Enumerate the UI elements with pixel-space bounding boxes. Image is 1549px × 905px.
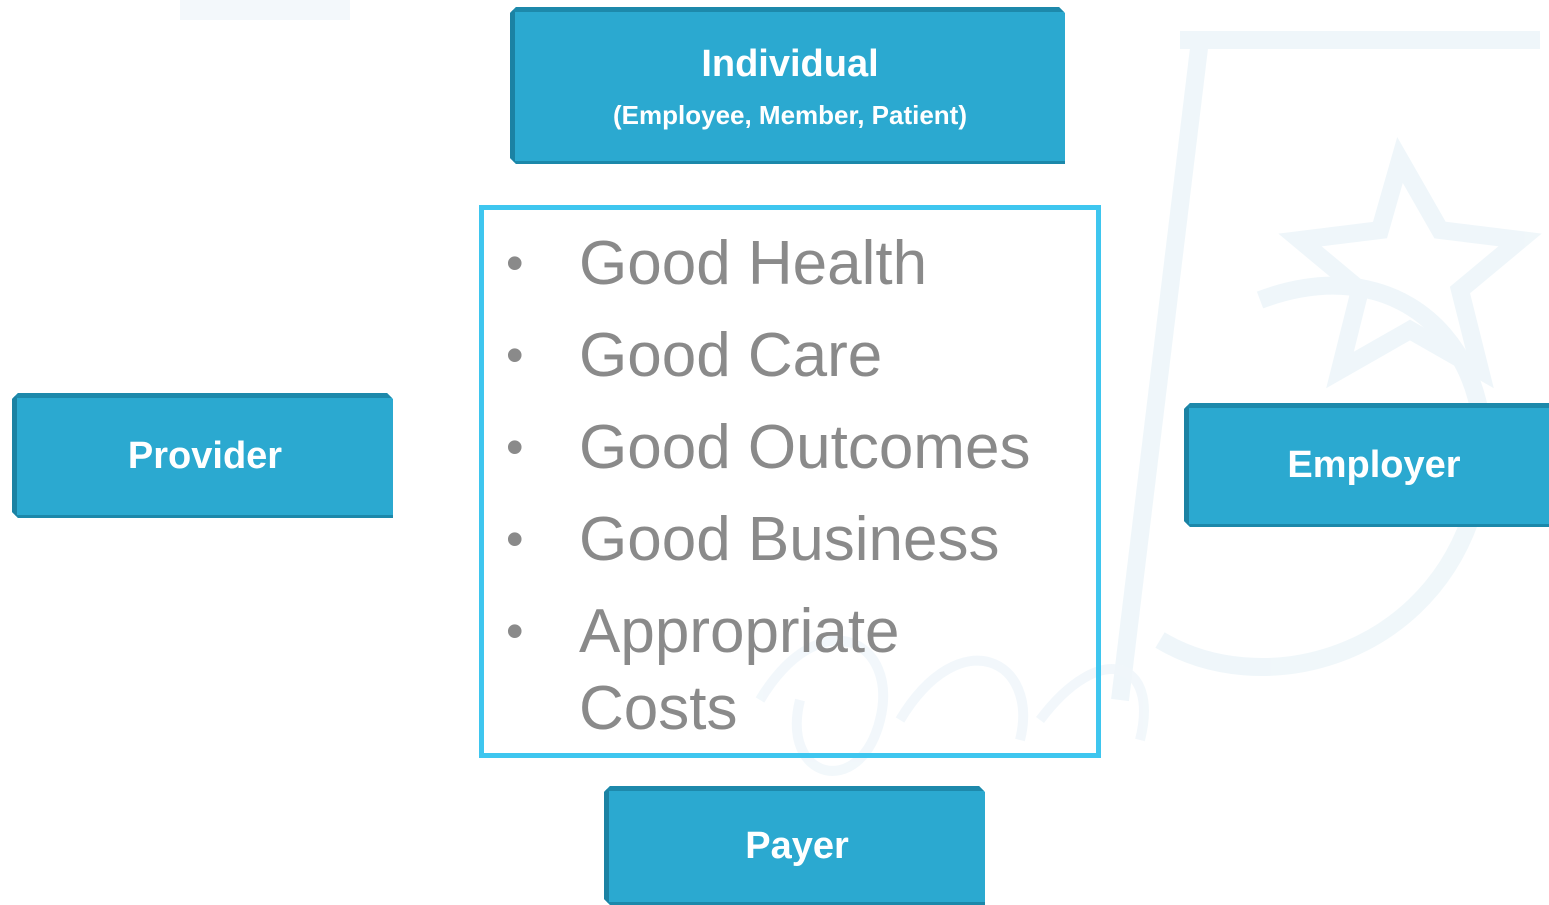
bullet-icon: • xyxy=(506,235,524,291)
bullet-icon: • xyxy=(506,419,524,475)
employer-title: Employer xyxy=(1287,444,1461,487)
bullet-icon: • xyxy=(506,327,524,383)
individual-subtitle: (Employee, Member, Patient) xyxy=(613,99,967,130)
goal-text: Good Care xyxy=(579,321,883,390)
provider-box: Provider xyxy=(12,393,393,518)
goal-text: Good Outcomes xyxy=(579,413,1031,482)
bullet-icon: • xyxy=(506,511,524,567)
bullet-icon: • xyxy=(506,603,524,659)
provider-title: Provider xyxy=(127,434,283,477)
individual-box: Individual (Employee, Member, Patient) xyxy=(510,7,1065,164)
payer-box: Payer xyxy=(604,786,985,905)
goals-box: • Good Health • Good Care • Good Outcome… xyxy=(479,205,1101,758)
payer-title: Payer xyxy=(745,824,849,867)
employer-box: Employer xyxy=(1184,403,1549,527)
goal-text: Appropriate Costs xyxy=(579,597,900,743)
individual-title: Individual xyxy=(701,43,879,86)
goal-text: Good Health xyxy=(579,229,928,298)
goal-text: Good Business xyxy=(579,505,1000,574)
